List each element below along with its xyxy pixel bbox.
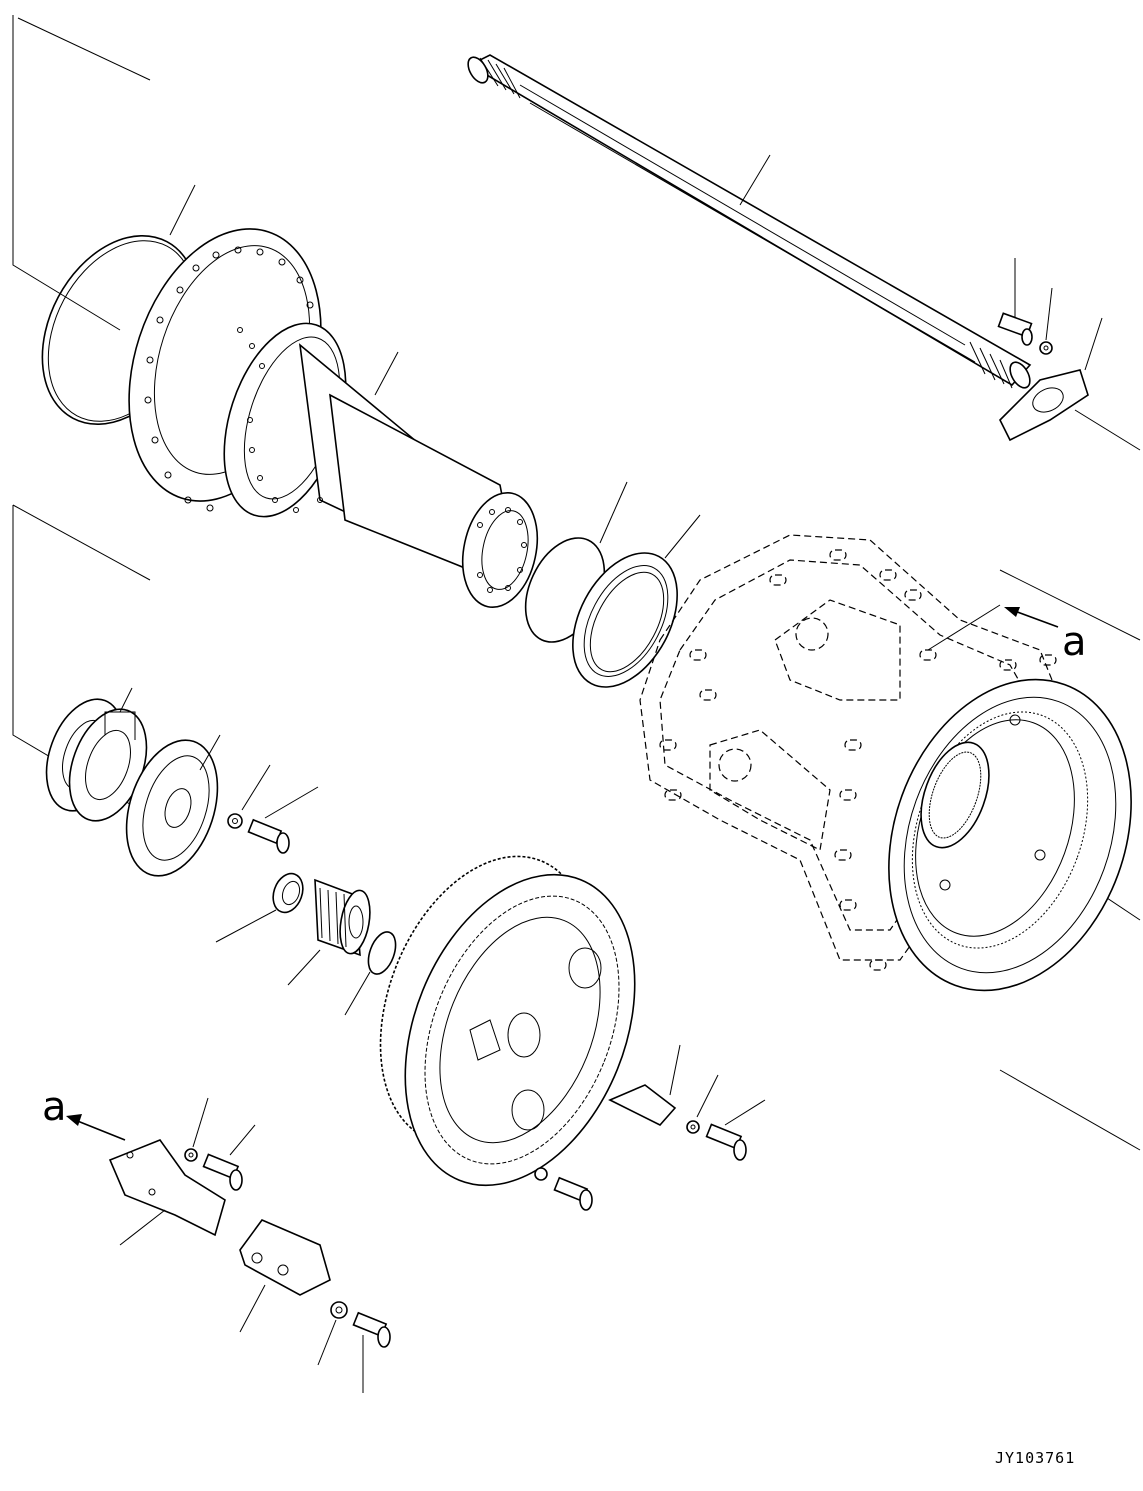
axle-shaft [467,54,1032,389]
bolt-small [247,818,290,854]
snap-ring-small [367,931,397,975]
view-arrow-a-bottom [66,1114,126,1141]
carrier-washer [686,1120,700,1134]
planetary-carrier [379,855,636,1187]
leader-axle-shaft [739,154,771,206]
retainer-plate [999,369,1089,442]
drawing-code: JY103761 [995,1449,1075,1467]
lock-bracket-b [239,1219,331,1296]
lock-bolt-a [202,1153,243,1191]
lock-plate [608,1084,677,1126]
lock-bolt-b [352,1311,391,1348]
shim-pack [45,698,148,822]
wheel-hub [128,228,539,609]
lock-bracket-a [108,1139,226,1237]
carrier-bolt-lower [553,1176,593,1211]
view-label-a-bottom: a [42,1084,67,1130]
lock-washer-a [184,1148,198,1162]
washer-small [227,813,243,829]
shaft-washer [1039,341,1053,355]
carrier-washer-lower [534,1167,548,1181]
view-arrow-a-top [1004,607,1059,628]
leader-wheel-hub [374,351,399,396]
view-label-a-top: a [1062,619,1087,665]
shaft-bolt [997,312,1033,346]
carrier-bolt [705,1123,747,1161]
lock-nut [272,872,304,914]
ring-gear [888,678,1132,992]
lock-washer-b [330,1301,348,1319]
sun-gear [314,878,371,957]
oil-seal [572,552,678,688]
retainer-disc [125,739,219,877]
leader-view-a [927,604,1001,651]
